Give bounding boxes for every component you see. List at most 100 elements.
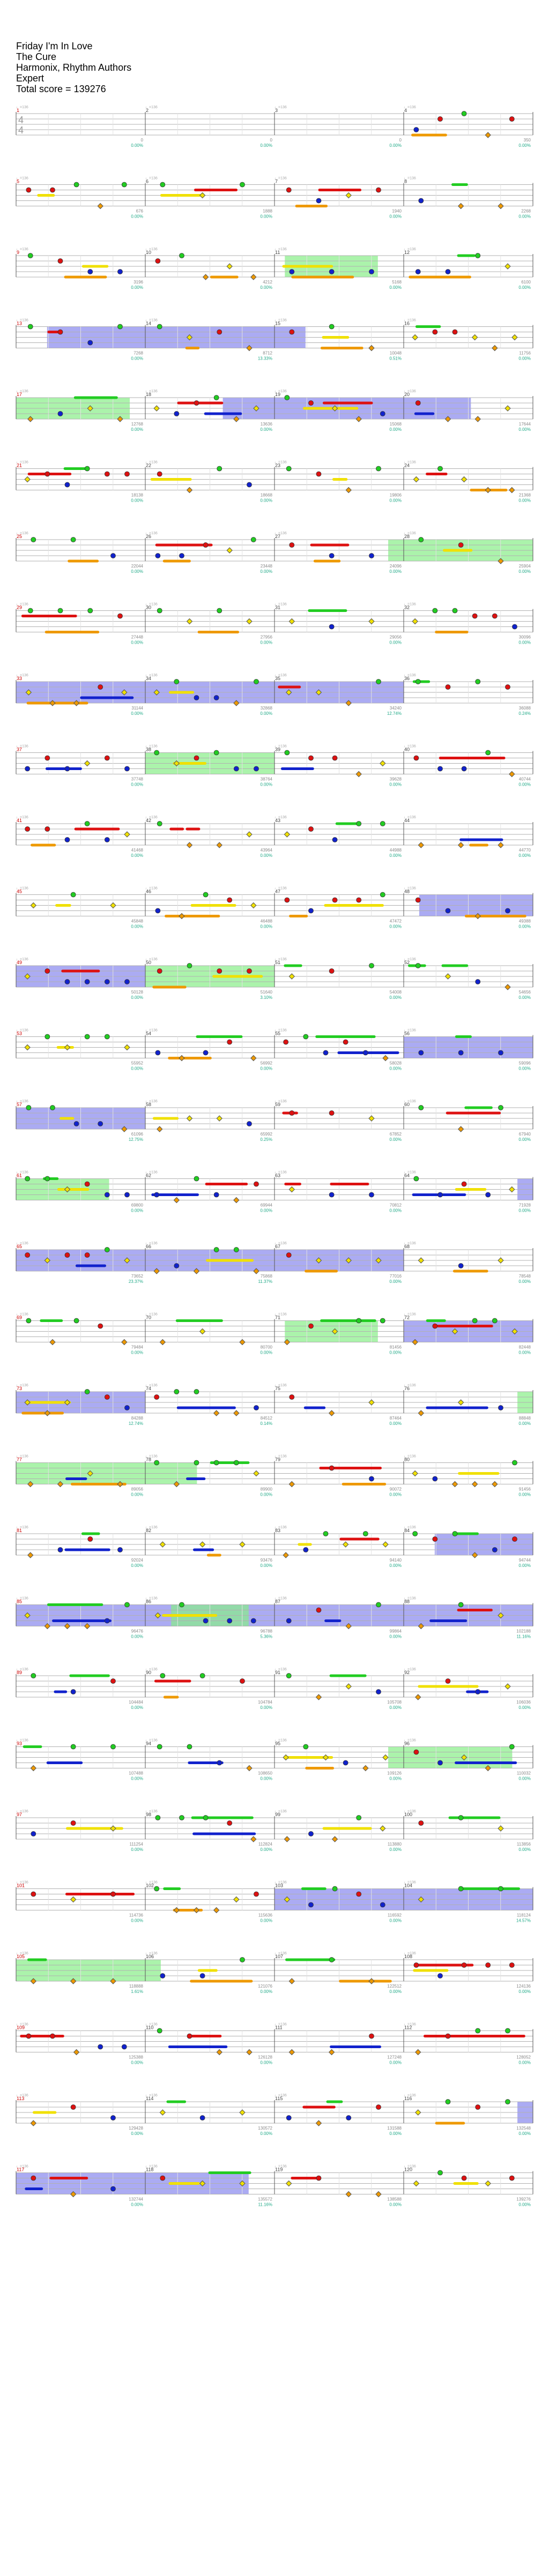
measure-number: 120	[404, 2167, 412, 2172]
note-red	[509, 2175, 515, 2181]
note-green	[213, 1247, 219, 1252]
measure-score: 87464	[390, 1416, 402, 1421]
note-orange	[485, 1765, 491, 1772]
measure-score: 132548	[516, 2126, 531, 2131]
measure-score: 89056	[131, 1487, 144, 1492]
measure-number: 21	[17, 463, 22, 468]
tempo-marker: ♩=136	[404, 390, 416, 393]
note-red	[26, 187, 32, 193]
measure-score: 69800	[131, 1203, 144, 1208]
measure-number: 84	[404, 1528, 410, 1533]
note-blue	[437, 1760, 443, 1766]
tempo-marker: ♩=136	[145, 319, 158, 323]
note-yellow	[418, 1257, 425, 1264]
tempo-marker: ♩=136	[16, 1384, 28, 1387]
note-blue	[437, 1192, 443, 1198]
measure-number: 34	[146, 676, 151, 681]
note-green	[73, 182, 79, 188]
note-red	[194, 755, 199, 761]
measure-number: 9	[17, 250, 19, 255]
note-yellow	[24, 973, 31, 980]
tempo-marker: ♩=136	[16, 1313, 28, 1317]
tempo-marker: ♩=136	[404, 1242, 416, 1245]
note-blue	[124, 1405, 130, 1410]
measure-number: 78	[146, 1457, 151, 1462]
measure-number: 50	[146, 960, 151, 965]
note-orange	[44, 1410, 51, 1416]
note-green	[26, 1105, 32, 1110]
note-green	[475, 679, 481, 684]
note-green	[157, 608, 162, 614]
note-red	[432, 329, 438, 335]
note-blue	[64, 766, 70, 772]
measure-score: 113880	[388, 1842, 402, 1847]
note-blue	[217, 1760, 222, 1766]
measure-number: 61	[17, 1173, 22, 1178]
note-orange	[498, 203, 504, 210]
note-green	[432, 608, 438, 614]
note-blue	[329, 624, 335, 630]
note-green	[160, 182, 166, 188]
measure-percent: 0.00%	[131, 285, 143, 290]
measure-number: 104	[404, 1883, 412, 1888]
note-red	[240, 1678, 245, 1684]
measure-score: 18668	[261, 493, 273, 498]
note-green	[254, 679, 259, 684]
tempo-marker: ♩=136	[145, 816, 158, 819]
tempo-marker: ♩=136	[16, 2165, 28, 2169]
note-yellow	[24, 1399, 31, 1406]
measure-score: 122512	[387, 1984, 402, 1989]
note-green	[44, 1176, 50, 1182]
measure-number: 10	[146, 250, 151, 255]
measure-score: 54656	[519, 990, 531, 995]
note-orange	[30, 2120, 37, 2126]
measure-number: 31	[275, 605, 280, 610]
measure-number: 49	[17, 960, 22, 965]
note-blue	[174, 411, 180, 416]
measure-score: 24096	[390, 564, 402, 569]
measure-percent: 0.00%	[518, 1563, 531, 1568]
note-red	[458, 542, 464, 548]
note-blue	[213, 695, 219, 700]
tempo-marker: ♩=136	[404, 1100, 416, 1103]
note-green	[329, 324, 335, 330]
measure-percent: 0.00%	[518, 2202, 531, 2207]
measure-number: 55	[275, 1031, 280, 1036]
note-orange	[368, 1978, 375, 1984]
note-blue	[413, 127, 419, 132]
measure-number: 74	[146, 1386, 151, 1391]
note-green	[418, 1105, 424, 1110]
measure-score: 43964	[261, 848, 273, 853]
note-green	[154, 1886, 160, 1892]
overdrive-section	[16, 2172, 249, 2194]
measure-percent: 0.00%	[131, 2202, 143, 2207]
measure-number: 93	[17, 1741, 22, 1746]
note-yellow	[286, 2180, 292, 2187]
note-green	[233, 1247, 239, 1252]
measure-number: 106	[146, 1954, 154, 1959]
measure-percent: 0.00%	[518, 1847, 531, 1852]
measure-percent: 0.00%	[389, 2131, 402, 2136]
note-green	[376, 1602, 381, 1608]
tempo-marker: ♩=136	[404, 2023, 416, 2027]
measure-number: 73	[17, 1386, 22, 1391]
note-blue	[64, 979, 70, 984]
measure-score: 46488	[261, 919, 273, 924]
measure-score: 50128	[131, 990, 144, 995]
note-green	[179, 253, 184, 258]
tempo-marker: ♩=136	[145, 2023, 158, 2027]
tempo-marker: ♩=136	[274, 1171, 287, 1175]
tempo-marker: ♩=136	[404, 1029, 416, 1033]
measure-number: 115	[275, 2096, 283, 2101]
measure-number: 1	[17, 108, 19, 113]
overdrive-section	[222, 398, 471, 419]
note-blue	[250, 1618, 256, 1624]
tempo-marker: ♩=136	[16, 674, 28, 677]
note-red	[376, 2104, 381, 2110]
note-green	[110, 1744, 116, 1750]
note-yellow	[509, 1186, 515, 1193]
overdrive-section	[16, 1392, 145, 1413]
measure-percent: 0.00%	[389, 640, 402, 645]
note-yellow	[461, 476, 468, 483]
note-orange	[216, 842, 222, 848]
